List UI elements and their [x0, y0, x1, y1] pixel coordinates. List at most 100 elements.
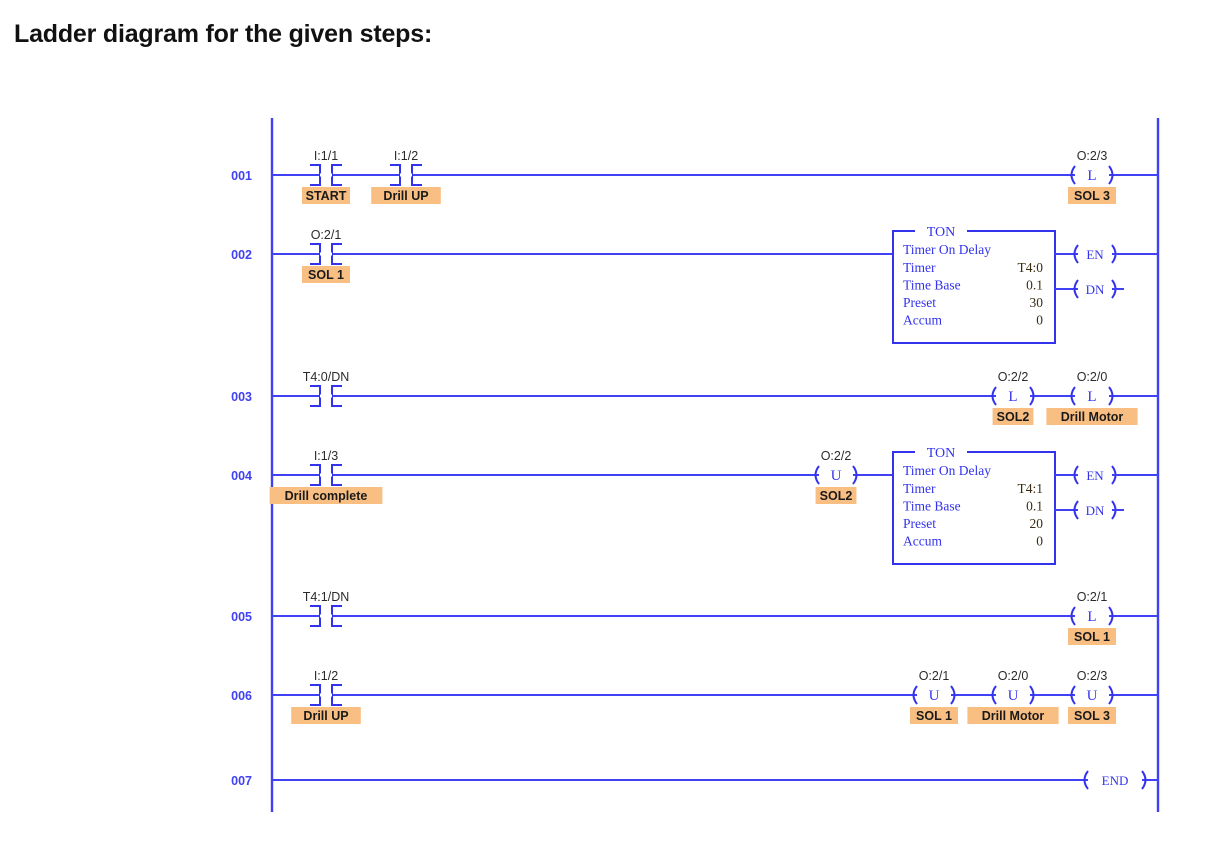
block-subtitle: Timer On Delay [903, 463, 991, 478]
contact-description-bg [269, 487, 383, 504]
coil-description-bg [1068, 707, 1116, 724]
coil-right-arc [1029, 386, 1035, 406]
coil-description-bg [1068, 628, 1116, 645]
coil-right-arc [1108, 165, 1114, 185]
block-row-label: Accum [903, 534, 942, 549]
coil-right-arc [1141, 770, 1147, 790]
coil-description-text: SOL 3 [1074, 709, 1110, 723]
coil-letter: L [1008, 389, 1017, 405]
contact-description-text: START [306, 189, 347, 203]
contact-description: Drill UP [291, 707, 361, 724]
contact-description-text: Drill UP [303, 709, 348, 723]
block-row-label: Time Base [903, 278, 961, 293]
unlatch-coil-O-2-2[interactable] [814, 465, 858, 485]
contact-description-text: Drill UP [383, 189, 428, 203]
block-row-label: Preset [903, 295, 936, 310]
block-row-value: 0.1 [1026, 278, 1043, 293]
coil-tag: O:2/1 [919, 669, 950, 683]
coil-description: SOL 3 [1068, 187, 1116, 204]
coil-description-bg [910, 707, 958, 724]
coil-right-arc [1108, 606, 1114, 626]
coil-letter: U [1008, 688, 1019, 704]
contact-tag: I:1/2 [314, 669, 338, 683]
contact-description-bg [371, 187, 441, 204]
coil-tag: O:2/2 [821, 449, 852, 463]
block-coil-letter: DN [1086, 503, 1105, 518]
coil-description-text: SOL 3 [1074, 189, 1110, 203]
coil-tag: O:2/0 [998, 669, 1029, 683]
coil-left-arc [814, 465, 820, 485]
coil-right-arc [852, 465, 858, 485]
coil-description-bg [992, 408, 1034, 425]
coil-left-arc [991, 386, 997, 406]
coil-tag: O:2/3 [1077, 669, 1108, 683]
contact-description-text: Drill complete [285, 489, 368, 503]
end-coil-end[interactable] [1083, 770, 1147, 790]
rung-number-002: 002 [231, 248, 252, 262]
contact-description: Drill UP [371, 187, 441, 204]
contact-description-bg [302, 266, 350, 283]
coil-description-text: SOL 1 [916, 709, 952, 723]
contact-tag: T4:1/DN [303, 590, 350, 604]
coil-left-arc [1073, 500, 1079, 520]
coil-left-arc [1070, 386, 1076, 406]
coil-left-arc [1070, 685, 1076, 705]
rung-number-006: 006 [231, 689, 252, 703]
latch-coil-O-2-2[interactable] [991, 386, 1035, 406]
contact-description-bg [302, 187, 350, 204]
coil-right-arc [950, 685, 956, 705]
coil-left-arc [1073, 465, 1079, 485]
latch-coil-O-2-3[interactable] [1070, 165, 1114, 185]
coil-left-arc [991, 685, 997, 705]
coil-description: SOL 3 [1068, 707, 1116, 724]
coil-letter: U [929, 688, 940, 704]
unlatch-coil-O-2-0[interactable] [991, 685, 1035, 705]
block-row-value: 20 [1030, 516, 1044, 531]
coil-tag: O:2/0 [1077, 370, 1108, 384]
block-coil-letter: DN [1086, 282, 1105, 297]
coil-description-text: Drill Motor [1061, 410, 1124, 424]
block-subtitle: Timer On Delay [903, 242, 991, 257]
coil-left-arc [1073, 279, 1079, 299]
page-title: Ladder diagram for the given steps: [14, 20, 433, 48]
contact-tag: T4:0/DN [303, 370, 350, 384]
contact-description: START [302, 187, 350, 204]
unlatch-coil-O-2-3[interactable] [1070, 685, 1114, 705]
block-row-value: 0.1 [1026, 499, 1043, 514]
coil-letter: U [831, 468, 842, 484]
coil-description-bg [815, 487, 857, 504]
contact-description: SOL 1 [302, 266, 350, 283]
block-row-value: T4:1 [1018, 481, 1044, 496]
contact-description: Drill complete [269, 487, 383, 504]
block-coil-letter: EN [1086, 247, 1104, 262]
latch-coil-O-2-1[interactable] [1070, 606, 1114, 626]
coil-description-text: SOL2 [997, 410, 1030, 424]
latch-coil-O-2-0[interactable] [1070, 386, 1114, 406]
block-row-label: Preset [903, 516, 936, 531]
instruction-block-TON[interactable] [892, 230, 1056, 344]
instruction-block-TON[interactable] [892, 451, 1056, 565]
block-outline [892, 451, 1056, 565]
unlatch-coil-O-2-1[interactable] [912, 685, 956, 705]
coil-letter: L [1087, 168, 1096, 184]
coil-right-arc [1029, 685, 1035, 705]
block-title: TON [927, 225, 956, 240]
coil-left-arc [1070, 165, 1076, 185]
coil-right-arc [1108, 685, 1114, 705]
coil-right-arc [1108, 386, 1114, 406]
coil-letter: L [1087, 389, 1096, 405]
contact-tag: O:2/1 [311, 228, 342, 242]
rung-number-003: 003 [231, 390, 252, 404]
block-coil-letter: EN [1086, 468, 1104, 483]
contact-tag: I:1/3 [314, 449, 338, 463]
contact-description-text: SOL 1 [308, 268, 344, 282]
coil-description-text: Drill Motor [982, 709, 1045, 723]
block-row-label: Timer [903, 481, 936, 496]
rung-number-001: 001 [231, 169, 252, 183]
coil-description-bg [1068, 187, 1116, 204]
coil-description-text: SOL 1 [1074, 630, 1110, 644]
coil-description-bg [1046, 408, 1138, 425]
block-row-label: Timer [903, 260, 936, 275]
coil-tag: O:2/3 [1077, 149, 1108, 163]
